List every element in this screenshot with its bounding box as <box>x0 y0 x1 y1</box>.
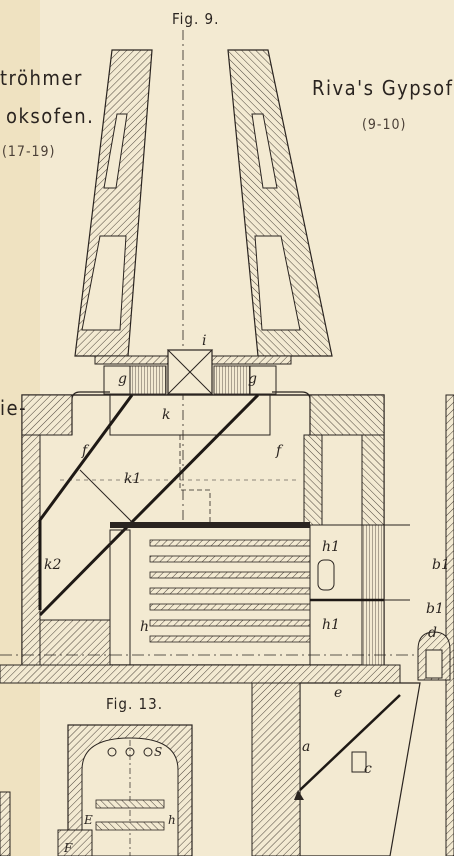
label-i: i <box>202 333 207 349</box>
label-e: e <box>334 685 343 701</box>
label-E: E <box>84 813 93 827</box>
vent-slab <box>94 349 292 395</box>
label-d: d <box>428 625 437 641</box>
label-g-left: g <box>118 371 127 387</box>
firebox <box>251 682 421 856</box>
label-h1-mid: h1 <box>322 617 340 633</box>
label-F: F <box>64 841 73 855</box>
label-S: S <box>154 745 163 759</box>
label-f-right: f <box>276 443 282 459</box>
right-structure <box>384 394 454 856</box>
label-b1-top: b1 <box>432 557 450 573</box>
label-h-small: h <box>168 813 176 827</box>
right-title: Riva's Gypsof <box>312 76 454 100</box>
left-heading-bottom: oksofen. <box>6 104 95 128</box>
chimney <box>74 49 333 357</box>
left-heading-top: tröhmer <box>0 66 83 90</box>
kiln-body <box>0 391 454 684</box>
fig9-title: Fig. 9. <box>172 10 220 28</box>
left-fragment: ie- <box>0 396 28 420</box>
label-f-left: f <box>82 443 88 459</box>
label-b1-bottom: b1 <box>426 601 444 617</box>
label-h-center: h <box>140 619 150 635</box>
right-ref: (9-10) <box>362 117 407 133</box>
label-k2: k2 <box>44 557 62 573</box>
label-c: c <box>364 761 372 777</box>
left-heading-ref: (17-19) <box>2 144 56 160</box>
label-g-right: g <box>248 371 257 387</box>
label-a: a <box>302 739 311 755</box>
fig13-drawing <box>0 724 193 856</box>
label-k1: k1 <box>124 471 142 487</box>
label-h1-top: h1 <box>322 539 340 555</box>
fig13-title: Fig. 13. <box>106 695 164 713</box>
label-k: k <box>162 407 171 423</box>
